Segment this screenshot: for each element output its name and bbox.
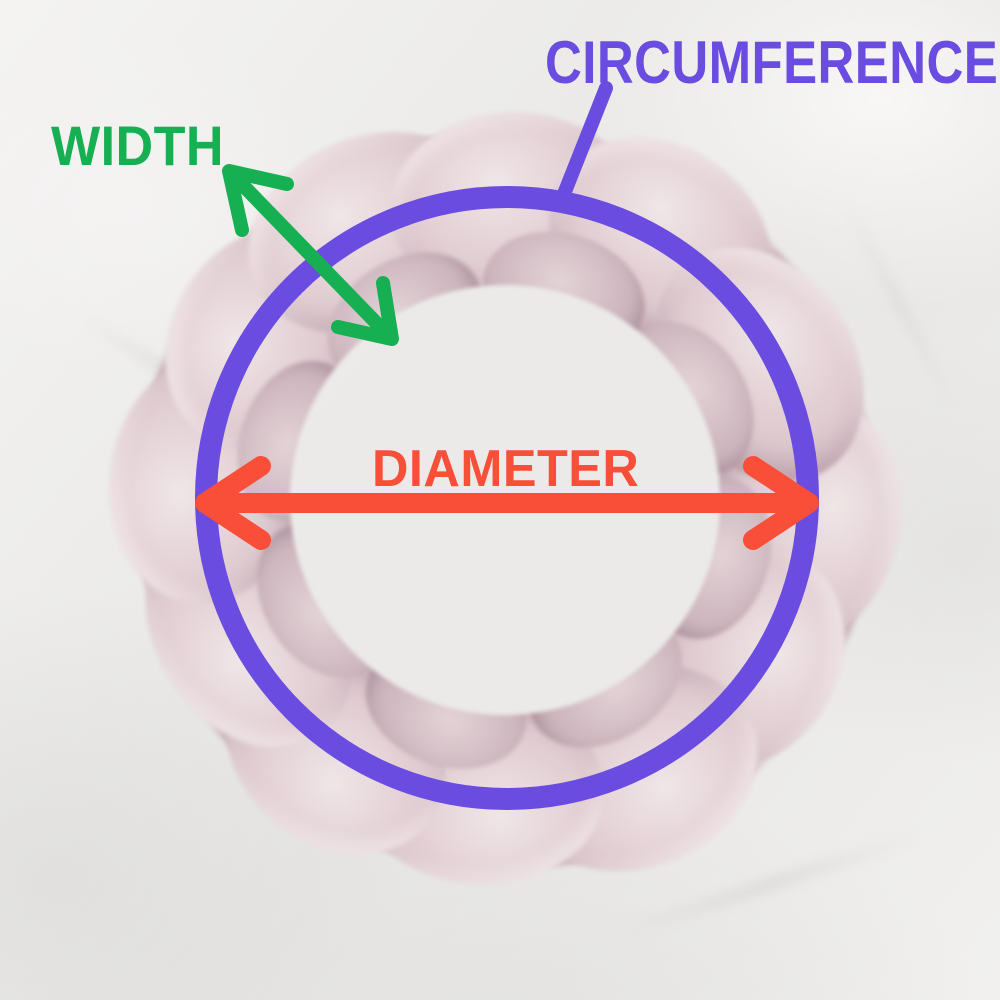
- width-label: WIDTH: [51, 114, 224, 177]
- circumference-label: CIRCUMFERENCE: [545, 29, 999, 96]
- circumference-pointer-line: [557, 81, 613, 201]
- width-arrow: [222, 164, 399, 346]
- diameter-label: DIAMETER: [372, 440, 640, 498]
- diameter-arrow: [195, 456, 819, 550]
